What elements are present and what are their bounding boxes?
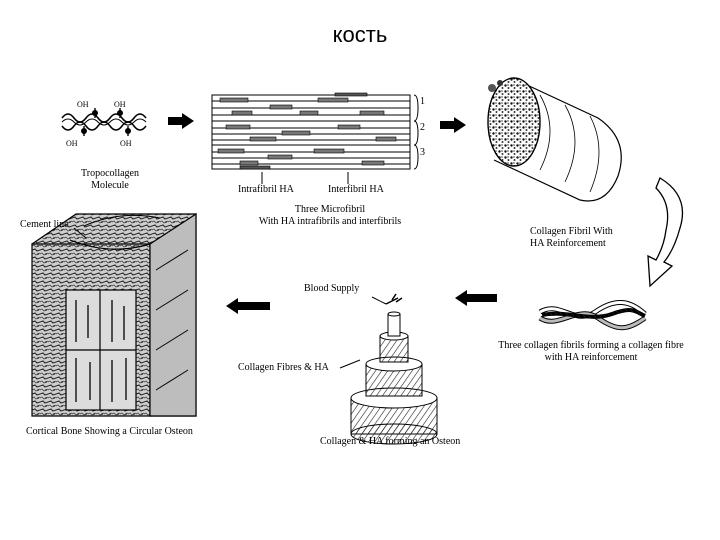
tropocollagen-label: Tropocollagen Molecule [70,168,150,192]
row-number: 2 [420,122,425,133]
slide-title: кость [332,22,388,47]
arrow-left-icon [455,290,497,306]
interfibril-ha-label: Interfibril HA [328,184,384,195]
oh-label: OH [114,100,126,109]
collagen-fibril-cylinder [487,77,622,202]
row-number: 3 [420,147,425,158]
row-number: 1 [420,96,425,107]
oh-label: OH [120,139,132,148]
cement-line-label: Cement line [20,219,69,230]
curved-arrow-down-icon [647,177,684,288]
tropocollagen-label-line: Molecule [91,180,129,191]
collagen-fibre-label: Three collagen fibrils forming a collage… [488,340,694,364]
microfibril-label-line: Three Microfibril [294,204,366,215]
collagen-fibre-label-line: Three collagen fibrils forming a collage… [498,340,684,351]
osteon-stack [339,293,438,445]
intrafibril-ha-label: Intrafibril HA [238,184,294,195]
cortical-bone-block [31,212,197,417]
microfibril-bands [211,92,419,184]
collagen-fibre-label-line: with HA reinforcement [544,352,638,363]
tropocollagen-label-line: Tropocollagen [81,168,139,179]
arrow-right-icon [440,117,466,133]
collagen-fibril-label: Collagen Fibril With HA Reinforcement [530,226,613,250]
microfibril-label: Three Microfibril With HA intrafibrils a… [240,204,420,228]
blood-supply-label: Blood Supply [304,283,360,294]
oh-label: OH [66,139,78,148]
tropocollagen-molecule [61,108,147,136]
cortical-bone-label: Cortical Bone Showing a Circular Osteon [26,426,193,437]
arrow-right-icon [168,113,194,129]
collagen-fibril-label-line: Collagen Fibril With [530,226,613,237]
collagen-fibres-ha-label: Collagen Fibres & HA [238,362,329,373]
osteon-label: Collagen & HA forming an Osteon [320,436,461,447]
microfibril-label-line: With HA intrafibrils and interfibrils [258,216,402,227]
oh-label: OH [77,100,89,109]
arrow-left-icon [226,298,270,314]
collagen-fibril-label-line: HA Reinforcement [530,238,606,249]
collagen-fibre-braid [538,300,647,331]
